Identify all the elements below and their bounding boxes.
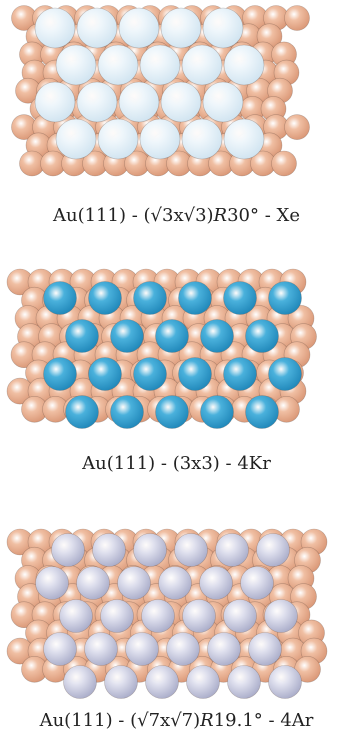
adsorbate-atom — [59, 599, 93, 633]
adsorbate-atom — [240, 566, 274, 600]
adsorbate-atom — [92, 533, 126, 567]
adsorbate-atom — [223, 357, 257, 391]
adsorbate-atom — [227, 665, 261, 699]
adsorbate-atom — [202, 81, 244, 123]
adsorbate-atom — [181, 44, 223, 86]
caption-ar-part-3: 19.1° - 4Ar — [213, 710, 314, 731]
adsorbate-atom — [34, 81, 76, 123]
adsorbate-atom — [223, 599, 257, 633]
adsorbate-atom — [118, 7, 160, 49]
adsorbate-atom — [65, 319, 99, 353]
adsorbate-atom — [245, 395, 279, 429]
adsorbate-atom — [215, 533, 249, 567]
adsorbate-atom — [43, 281, 77, 315]
adsorbate-atom — [97, 44, 139, 86]
adsorbate-atom — [97, 118, 139, 160]
adsorbate-atom — [117, 566, 151, 600]
adsorbate-atom — [43, 357, 77, 391]
adsorbate-atom — [178, 357, 212, 391]
caption-xe-part-2: R — [213, 205, 228, 226]
adsorbate-atom — [110, 319, 144, 353]
adsorbate-atom — [158, 566, 192, 600]
adsorbate-atom — [268, 281, 302, 315]
adsorbate-atom — [141, 599, 175, 633]
adsorbate-atom — [65, 395, 99, 429]
adsorbate-atom — [76, 7, 118, 49]
adsorbate-atom — [76, 566, 110, 600]
adsorbate-atom — [35, 566, 69, 600]
adsorbate-atom — [174, 533, 208, 567]
adsorbate-atom — [268, 665, 302, 699]
adsorbate-atom — [155, 395, 189, 429]
ar-structure-panel — [6, 528, 328, 699]
adsorbate-atom — [34, 7, 76, 49]
adsorbate-atom — [100, 599, 134, 633]
adsorbate-atom — [200, 319, 234, 353]
adsorbate-atom — [133, 533, 167, 567]
adsorbate-atom — [104, 665, 138, 699]
adsorbate-atom — [55, 44, 97, 86]
adsorbate-atom — [166, 632, 200, 666]
adsorbate-atom — [178, 281, 212, 315]
adsorbate-atom — [55, 118, 97, 160]
adsorbate-atom — [200, 395, 234, 429]
adsorbate-atom — [139, 118, 181, 160]
adsorbate-atom — [268, 357, 302, 391]
caption-kr-structure: Au(111) - (3x3) - 4Kr — [0, 453, 353, 474]
adsorbate-atom — [256, 533, 290, 567]
caption-xe-part-1: Au(111) - (√3x√3) — [52, 205, 214, 226]
adsorbate-atom — [145, 665, 179, 699]
adsorbate-atom — [207, 632, 241, 666]
adsorbate-atom — [84, 632, 118, 666]
adsorbate-atom — [199, 566, 233, 600]
caption-ar-structure: Au(111) - (√7x√7)R19.1° - 4Ar — [0, 710, 353, 731]
adsorbate-atom — [223, 118, 265, 160]
adsorbate-atom — [186, 665, 220, 699]
adsorbate-atom — [223, 44, 265, 86]
adsorbate-atom — [160, 81, 202, 123]
caption-xe-part-3: 30° - Xe — [227, 205, 301, 226]
caption-ar-part-2: R — [200, 710, 214, 731]
substrate-atom — [284, 5, 310, 31]
adsorbate-atom — [118, 81, 160, 123]
adsorbate-atom — [88, 281, 122, 315]
adsorbate-atom — [223, 281, 257, 315]
adsorbate-atom — [248, 632, 282, 666]
caption-kr-part-1: Au(111) - (3x3) - 4Kr — [82, 453, 271, 474]
adsorbate-atom — [43, 632, 77, 666]
adsorbate-atom — [110, 395, 144, 429]
caption-ar-part-1: Au(111) - (√7x√7) — [39, 710, 201, 731]
kr-structure-panel — [6, 268, 317, 429]
adsorbate-atom — [264, 599, 298, 633]
adsorbate-atom — [133, 357, 167, 391]
adsorbate-atom — [160, 7, 202, 49]
adsorbate-atom — [63, 665, 97, 699]
adsorbate-atom — [133, 281, 167, 315]
adsorbate-atom — [51, 533, 85, 567]
adsorbate-atom — [88, 357, 122, 391]
adsorbate-atom — [245, 319, 279, 353]
adsorbate-atom — [155, 319, 189, 353]
adsorbate-atom — [139, 44, 181, 86]
adsorbate-atom — [181, 118, 223, 160]
caption-xe-structure: Au(111) - (√3x√3)R30° - Xe — [0, 205, 353, 226]
substrate-atom — [271, 150, 297, 177]
adsorbate-atom — [76, 81, 118, 123]
adsorbate-atom — [125, 632, 159, 666]
substrate-atom — [284, 114, 310, 140]
xe-structure-panel — [11, 5, 310, 177]
adsorbate-atom — [182, 599, 216, 633]
adsorbate-atom — [202, 7, 244, 49]
